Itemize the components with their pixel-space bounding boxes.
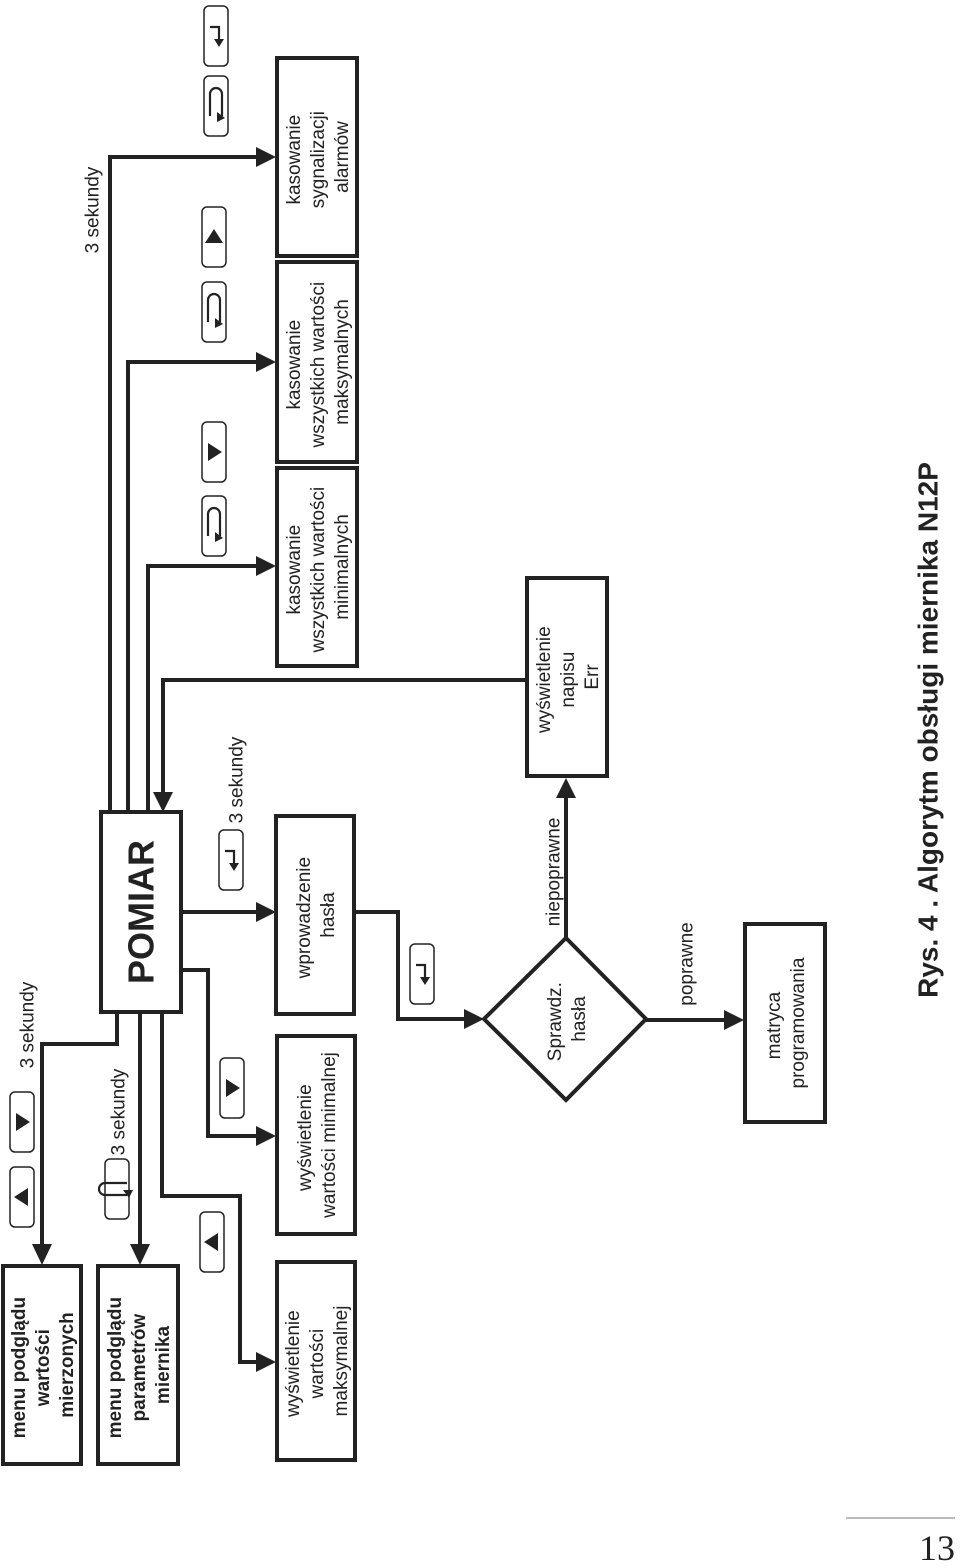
node-line: hasła: [569, 996, 590, 1042]
connector-to-matryca: [646, 1010, 744, 1030]
node-line: maksymalnej: [331, 1306, 352, 1417]
connector-to-kasowanie-max: [126, 352, 276, 812]
svg-text:matryca programowania: matryca programowania: [764, 957, 809, 1088]
node-line: matryca: [764, 991, 785, 1059]
return-loop-key-icon: [97, 1158, 135, 1220]
node-line: hasła: [318, 892, 339, 938]
kasowanie-min-node: kasowanie wszystkich wartości minimalnyc…: [275, 466, 359, 668]
node-line: menu podglądu: [9, 1297, 30, 1438]
right-arrow-key-icon: [201, 421, 227, 483]
sprawdz-hasla-node: Sprawdz. hasła: [481, 935, 649, 1103]
page-number: 13: [919, 1528, 955, 1568]
edge-label-poprawne: poprawne: [677, 922, 698, 1005]
node-line: sygnalizacji: [308, 111, 329, 208]
connector-to-wyswietlenie-max: [160, 1012, 276, 1372]
connector-to-menu-mierzonych: [32, 1012, 119, 1265]
matryca-programowania-node: matryca programowania: [743, 922, 827, 1124]
node-line: Err: [582, 664, 603, 690]
up-arrow-key-icon: [201, 206, 227, 268]
node-line: miernika: [153, 1325, 174, 1404]
menu-parametrow-node: menu podglądu parametrów miernika: [96, 1264, 180, 1466]
edge-label-3-sekundy: 3 sekundy: [83, 166, 104, 253]
svg-text:menu podglądu parametrów: menu podglądu parametrów miernika: [105, 1292, 174, 1439]
edge-label-3-sekundy: 3 sekundy: [18, 981, 39, 1068]
figure-caption: Rys. 4 . Algorytm obsługi miernika N12P: [913, 462, 944, 998]
node-line: maksymalnych: [332, 299, 353, 425]
return-loop-key-icon: [203, 75, 229, 137]
wyswietlenie-err-node: wyświetlenie napisu Err: [525, 576, 609, 778]
node-line: kasowanie: [284, 115, 305, 205]
enter-key-icon: [203, 5, 229, 67]
node-line: wprowadzenie: [294, 857, 315, 979]
wprowadzenie-hasla-node: wprowadzenie hasła: [274, 814, 356, 1016]
node-line: minimalnych: [332, 514, 353, 620]
node-line: wszystkich wartości: [308, 487, 329, 654]
node-line: wyświetlenie: [295, 1084, 316, 1192]
menu-mierzonych-node: menu podglądu wartości mierzonych: [1, 1264, 83, 1466]
edge-label-3-sekundy: 3 sekundy: [109, 1068, 130, 1155]
connector-to-wyswietlenie-min: [181, 968, 276, 1146]
right-arrow-key-icon: [219, 1057, 245, 1119]
node-line: wyświetlenie: [283, 1310, 304, 1418]
node-line: parametrów: [129, 1314, 150, 1422]
node-line: wyświetlenie: [534, 626, 555, 734]
svg-text:wyświetlenie napisu: wyświetlenie napisu Err: [534, 621, 603, 734]
node-line: programowania: [788, 957, 809, 1088]
svg-text:kasowanie sygnalizacji: kasowanie sygnalizacji alarmów: [284, 106, 353, 208]
enter-key-icon: [409, 943, 435, 1005]
svg-text:kasowanie wszystkich war: kasowanie wszystkich wartości maksymalny…: [284, 276, 353, 448]
svg-text:kasowanie wszystkich war: kasowanie wszystkich wartości minimalnyc…: [284, 481, 353, 653]
wyswietlenie-min-node: wyświetlenie wartości minimalnej: [275, 1034, 357, 1236]
node-line: wszystkich wartości: [308, 282, 329, 449]
node-line: Sprawdz.: [545, 982, 566, 1061]
kasowanie-alarmow-node: kasowanie sygnalizacji alarmów: [275, 56, 359, 258]
svg-text:wprowadzenie hasła: wprowadzenie hasła: [294, 852, 339, 980]
svg-text:menu podglądu wartości: menu podglądu wartości mierzonych: [9, 1292, 78, 1439]
svg-text:Sprawdz. hasła: Sprawdz. hasła: [545, 977, 590, 1061]
node-line: mierzonych: [57, 1312, 78, 1418]
connector-to-sprawdz: [354, 910, 484, 1029]
node-line: alarmów: [332, 121, 353, 193]
node-line: kasowanie: [284, 320, 305, 410]
svg-text:wyświetlenie wartości: wyświetlenie wartości maksymalnej: [283, 1305, 352, 1418]
node-line: napisu: [558, 652, 579, 708]
node-line: wartości minimalnej: [319, 1052, 340, 1219]
edge-label-niepoprawne: niepoprawne: [544, 818, 565, 927]
right-arrow-key-icon: [9, 1091, 35, 1153]
node-line: kasowanie: [284, 525, 305, 615]
left-arrow-key-icon: [9, 1166, 35, 1228]
connector-err-to-pomiar: [153, 678, 527, 812]
node-line: wartości: [307, 1329, 328, 1400]
svg-text:wyświetlenie wartości mi: wyświetlenie wartości minimalnej: [295, 1052, 340, 1219]
wyswietlenie-max-node: wyświetlenie wartości maksymalnej: [275, 1260, 357, 1462]
enter-key-icon: [218, 829, 244, 891]
node-line: menu podglądu: [105, 1297, 126, 1438]
pomiar-label: POMIAR: [121, 840, 162, 984]
return-loop-key-icon: [201, 281, 227, 343]
edge-label-3-sekundy: 3 sekundy: [227, 736, 248, 823]
connector-to-menu-parametrow: [130, 1012, 150, 1265]
left-arrow-key-icon: [199, 1211, 225, 1273]
pomiar-node: POMIAR: [99, 810, 183, 1014]
connector-to-kasowanie-alarmow: [108, 147, 276, 812]
connector-to-kasowanie-min: [146, 556, 276, 812]
node-line: wartości: [33, 1329, 54, 1407]
return-loop-key-icon: [201, 495, 227, 557]
connector-to-err: [556, 778, 576, 938]
kasowanie-max-node: kasowanie wszystkich wartości maksymalny…: [275, 260, 359, 464]
connector-to-wprowadzenie: [181, 902, 276, 922]
